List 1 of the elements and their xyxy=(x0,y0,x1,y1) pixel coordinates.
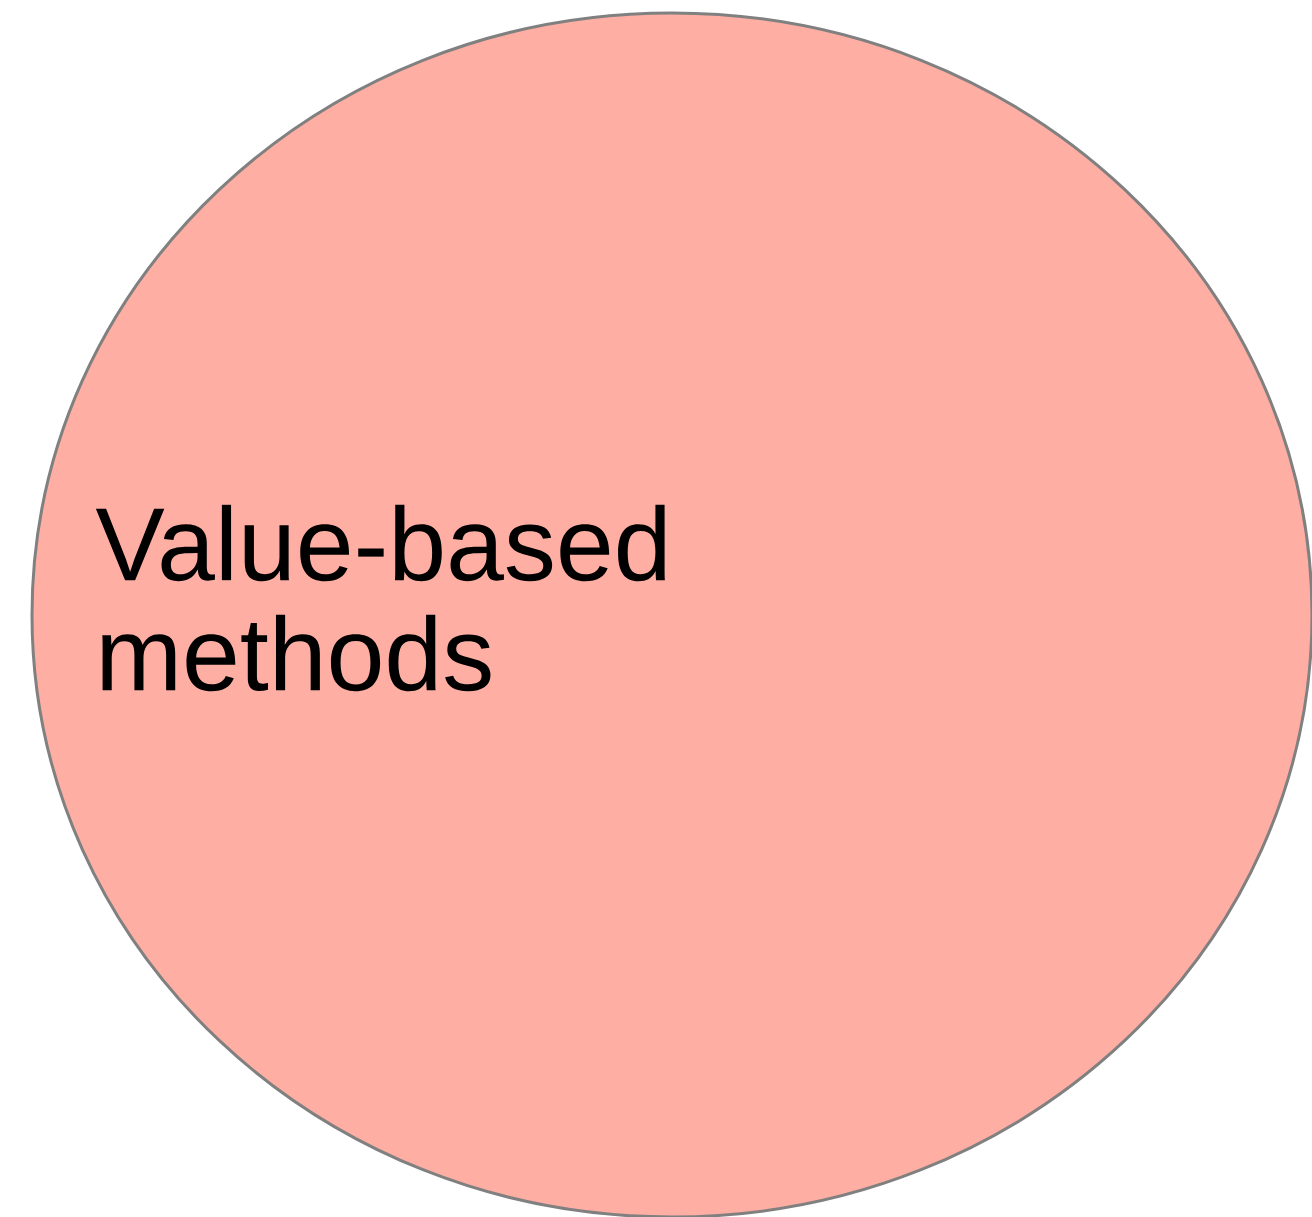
node-label: Value-based methods xyxy=(95,504,665,692)
